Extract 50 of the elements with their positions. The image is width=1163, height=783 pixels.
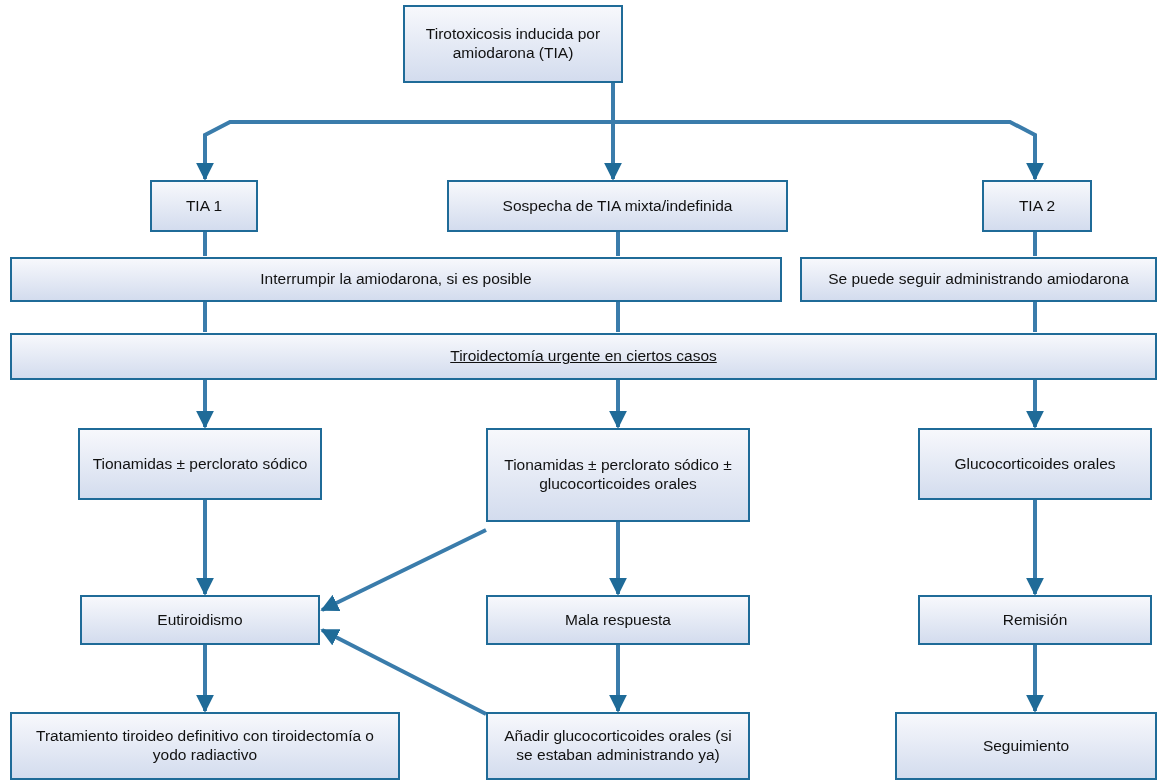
- arrow: [196, 500, 214, 596]
- connector-line: [1033, 302, 1037, 332]
- process-box: [78, 428, 322, 500]
- process-box: [10, 333, 1157, 380]
- process-box: [800, 257, 1157, 302]
- box-label: Sospecha de TIA mixta/indefinida: [502, 196, 733, 216]
- arrow: [1026, 500, 1044, 596]
- arrow: [609, 645, 627, 713]
- connector-line: [616, 302, 620, 332]
- process-box: [486, 712, 750, 780]
- connector-line: [616, 232, 620, 256]
- process-box: [150, 180, 258, 232]
- process-box: [982, 180, 1092, 232]
- box-label: TIA 1: [185, 196, 223, 216]
- arrow: [320, 628, 487, 716]
- box-label: Tionamidas ± perclorato sódico: [92, 454, 308, 474]
- box-label: Se puede seguir administrando amiodarona: [828, 270, 1129, 289]
- box-label: Tirotoxicosis inducida por amiodarona (TIA): [424, 25, 602, 63]
- arrow: [1026, 380, 1044, 429]
- connector-line: [203, 232, 207, 256]
- arrow: [196, 645, 214, 713]
- box-label: Eutiroidismo: [157, 610, 243, 630]
- box-label: Tratamiento tiroideo definitivo con tiroidectomía o yodo radiactivo: [35, 727, 375, 765]
- box-label: Glucocorticoides orales: [954, 454, 1116, 474]
- box-label: Interrumpir la amiodarona, si es posible: [260, 270, 532, 289]
- box-label: Tiroidectomía urgente en ciertos casos: [450, 347, 717, 366]
- process-box: [918, 595, 1152, 645]
- arrow: [320, 528, 487, 612]
- process-box: [447, 180, 788, 232]
- process-box: [10, 712, 400, 780]
- arrow: [609, 522, 627, 596]
- arrow: [196, 380, 214, 429]
- process-box: [918, 428, 1152, 500]
- box-label: Seguimiento: [982, 736, 1070, 756]
- box-label: Añadir glucocorticoides orales (si se estaban administrando ya): [503, 727, 733, 765]
- box-label: Remisión: [1002, 610, 1068, 630]
- box-label: TIA 2: [1018, 196, 1056, 216]
- process-box: [80, 595, 320, 645]
- box-label: Mala respuesta: [565, 610, 671, 630]
- process-box: [486, 428, 750, 522]
- process-box: [403, 5, 623, 83]
- process-box: [895, 712, 1157, 780]
- box-label: Tionamidas ± perclorato sódico ± glucocorticoides orales: [503, 456, 733, 494]
- process-box: [10, 257, 782, 302]
- process-box: [486, 595, 750, 645]
- arrow: [609, 380, 627, 429]
- arrow: [611, 83, 1044, 181]
- connector-line: [1033, 232, 1037, 256]
- connector-line: [203, 302, 207, 332]
- arrow: [1026, 645, 1044, 713]
